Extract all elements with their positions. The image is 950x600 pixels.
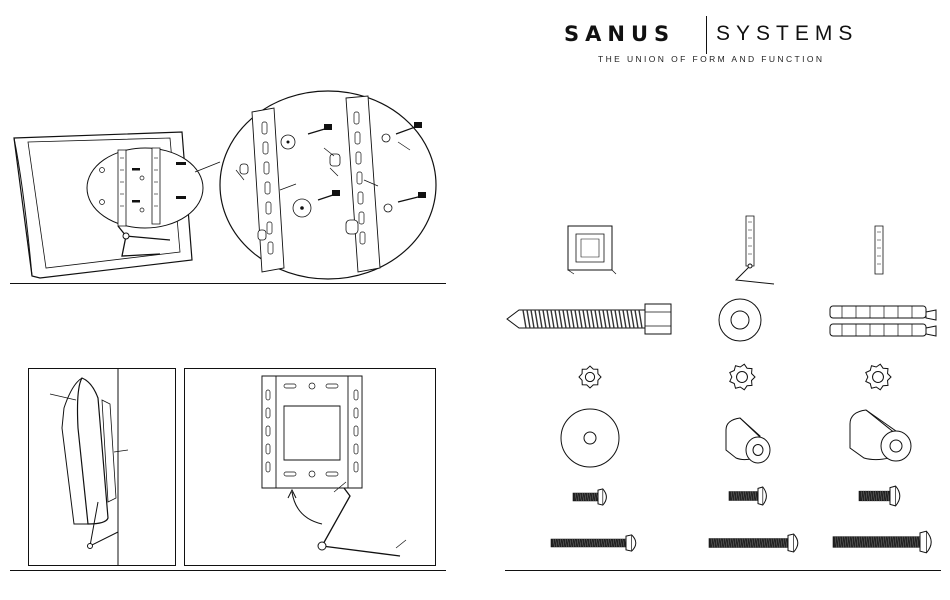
brand-systems: SYSTEMS — [716, 22, 858, 46]
flat-washer-small-part — [716, 296, 764, 344]
spacer-small-part — [720, 412, 776, 468]
bracket-swing-arm-panel — [184, 368, 436, 566]
side-view-panel — [28, 368, 176, 566]
lock-washer-part — [577, 364, 603, 390]
divider-top-left — [10, 283, 446, 284]
long-screw-small-part — [550, 534, 642, 554]
divider-bottom-right — [505, 570, 941, 571]
wall-anchor-pair-part — [828, 302, 940, 342]
lag-bolt-part — [505, 298, 675, 340]
spacer-large-part — [846, 404, 916, 464]
bracket-detail-magnified — [218, 90, 438, 280]
long-screw-medium-part — [708, 533, 804, 555]
long-screw-large-part — [832, 530, 938, 556]
brand-tagline: THE UNION OF FORM AND FUNCTION — [598, 54, 860, 64]
lock-washer-medium-part — [727, 362, 757, 392]
wall-plate-part — [566, 224, 616, 274]
large-washer-part — [558, 406, 622, 470]
adapter-bar-part — [869, 224, 889, 276]
brand-divider — [706, 16, 707, 54]
brand-logo: SANUS SYSTEMS — [560, 12, 900, 52]
short-screw-large-part — [858, 485, 906, 509]
short-screw-small-part — [572, 488, 612, 508]
short-screw-medium-part — [728, 486, 772, 508]
brand-name: SANUS — [564, 22, 675, 46]
lock-washer-large-part — [863, 362, 893, 392]
swing-arm-assembly-part — [724, 214, 784, 286]
tv-back-illustration — [10, 128, 220, 278]
divider-bottom-left — [10, 570, 446, 571]
